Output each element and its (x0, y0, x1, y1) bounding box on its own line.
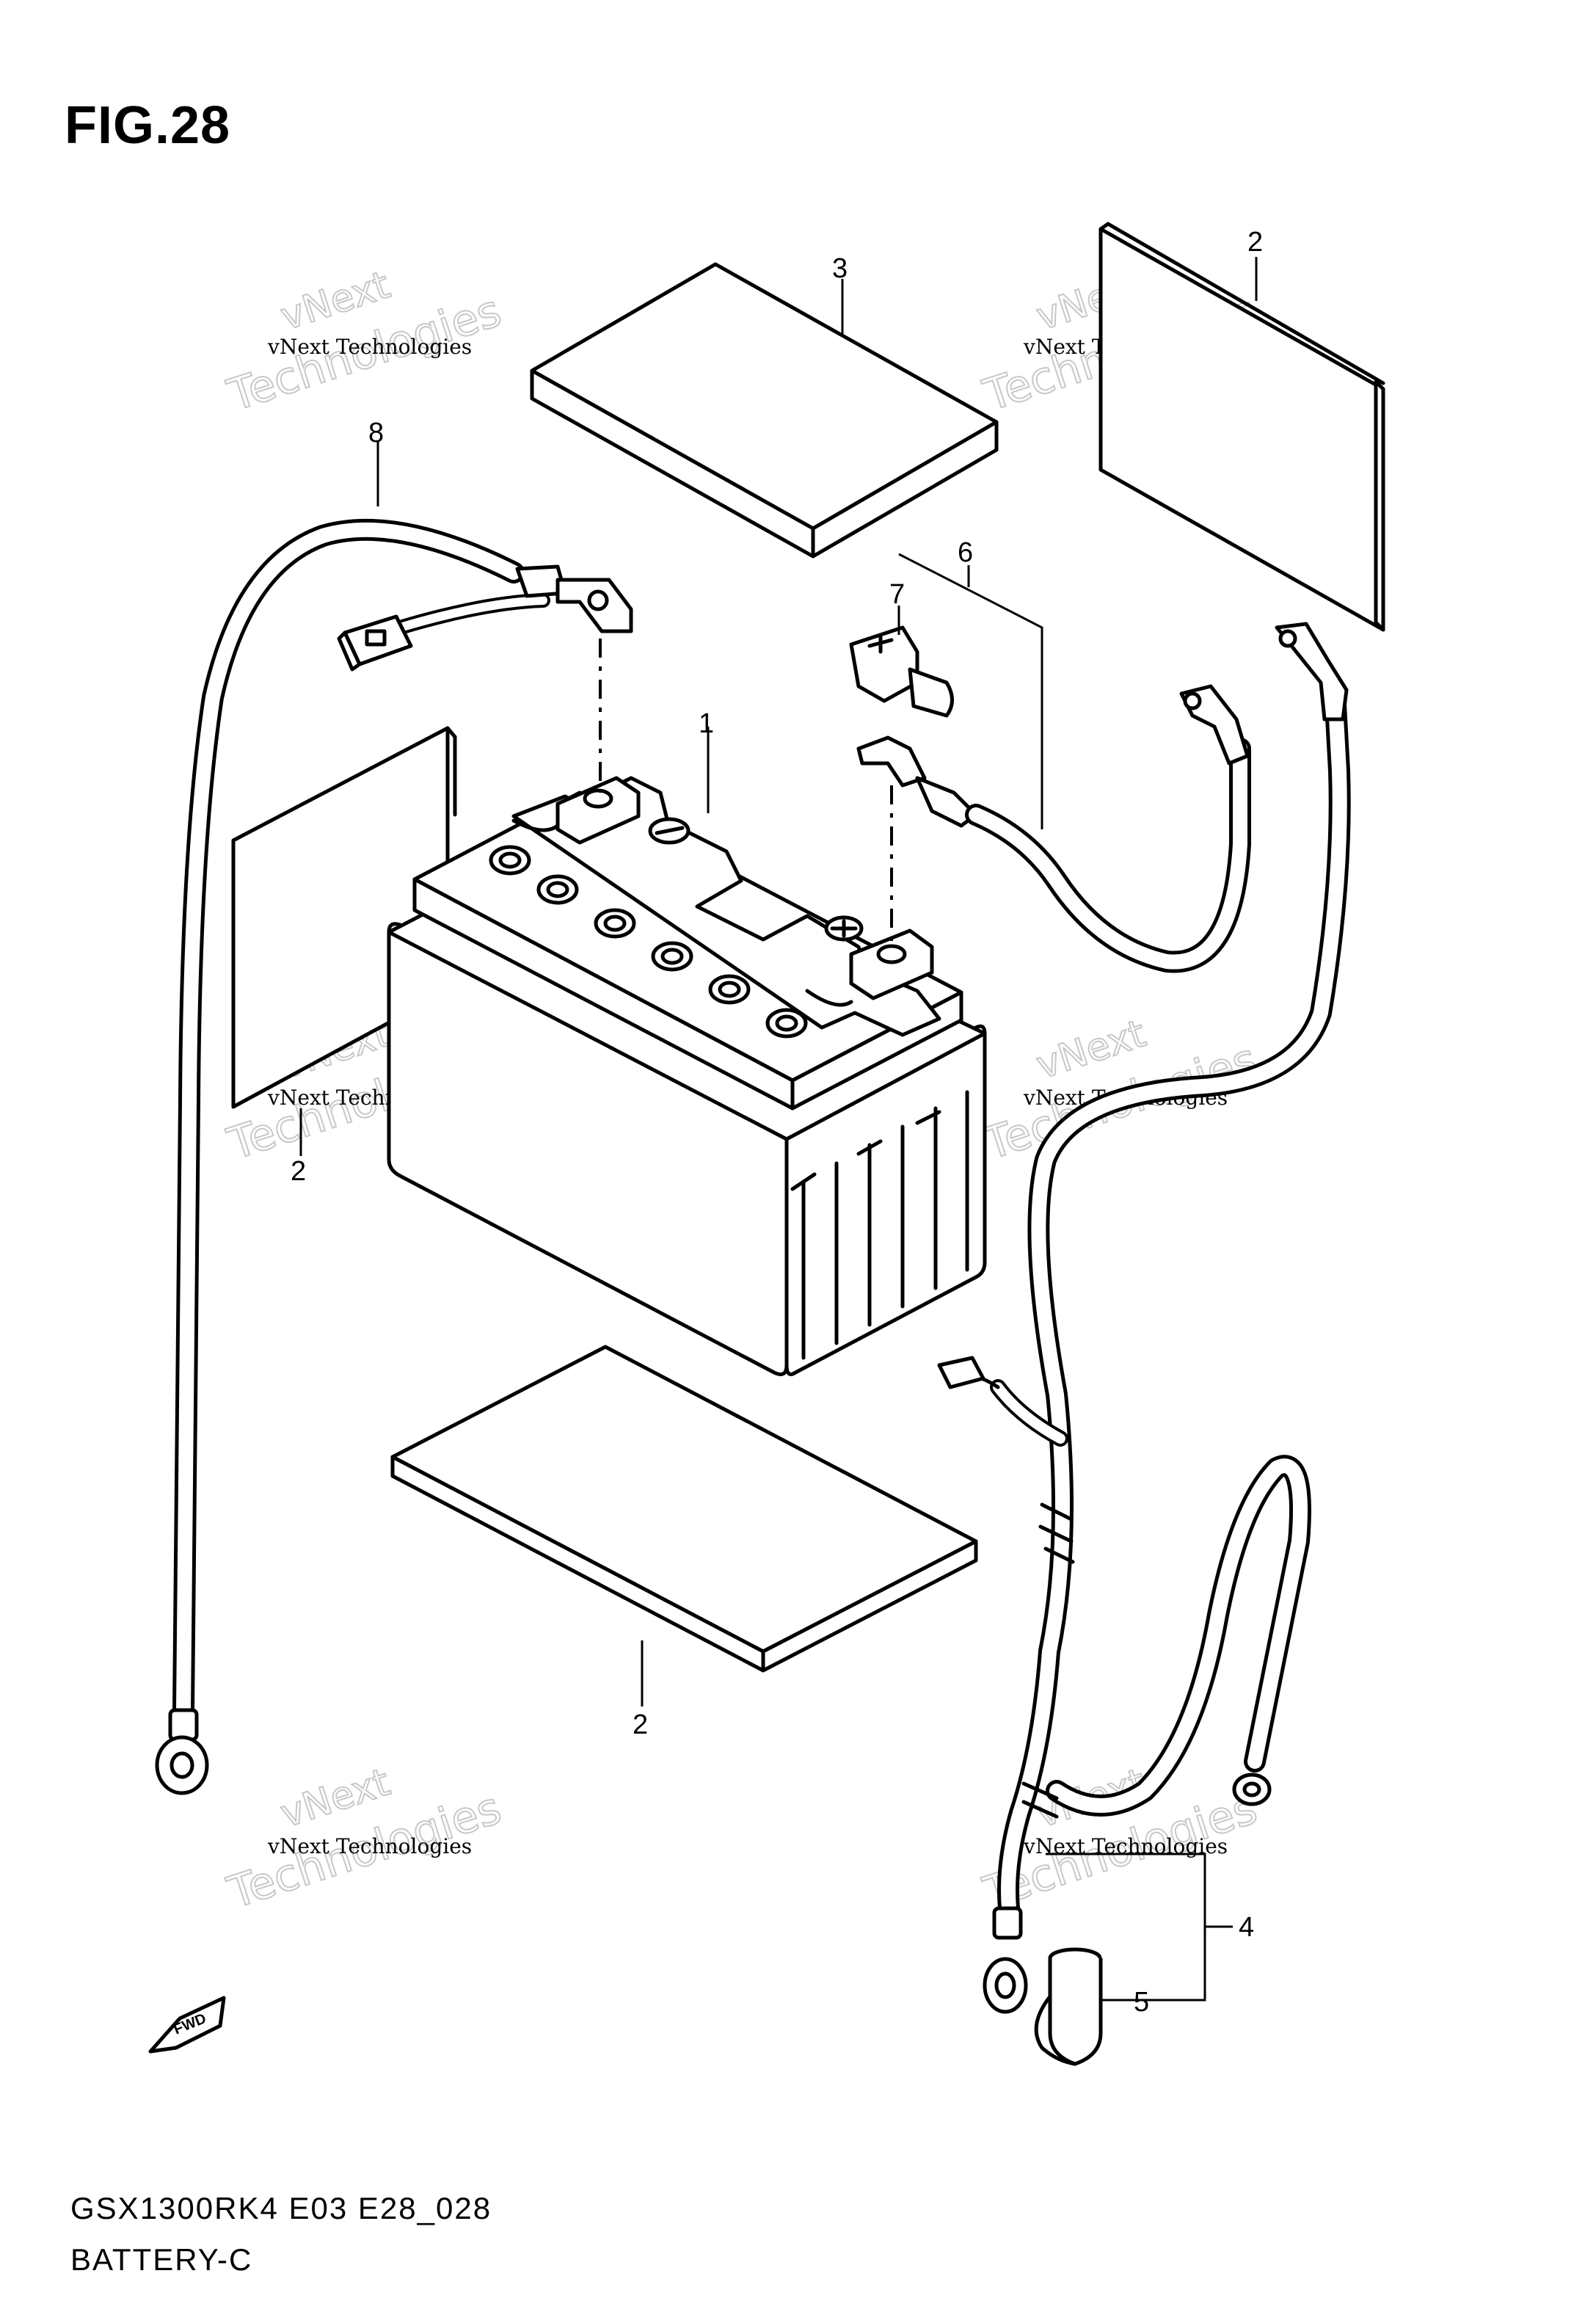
section-name: BATTERY-C (70, 2242, 253, 2277)
leader-lines (299, 257, 1258, 2002)
part-1-battery (387, 776, 987, 1376)
callout-labels: 3 2 8 6 7 1 2 2 4 5 (291, 227, 1263, 2018)
callout-5: 5 (1134, 1987, 1149, 2018)
callout-3: 3 (832, 253, 848, 284)
part-2-bottom-pad (390, 1345, 978, 1673)
callout-2-top-right: 2 (1247, 227, 1263, 258)
callout-2-left: 2 (291, 1156, 306, 1187)
part-2-side-pad-right (1098, 222, 1385, 632)
svg-text:vNext Technologies: vNext Technologies (267, 335, 472, 359)
watermark-top-left: vNext Technologies vNext Technologies (221, 262, 508, 422)
watermark-bottom-left: vNext Technologies vNext Technologies (221, 1759, 508, 1919)
callout-2-bottom: 2 (633, 1709, 648, 1740)
figure-title: FIG.28 (65, 96, 231, 155)
part-3-pad (530, 262, 999, 559)
part-4-starter-harness (937, 622, 1351, 2066)
callout-1: 1 (699, 708, 714, 739)
part-6-positive-cable (849, 553, 1251, 973)
part-8-ground-harness (155, 518, 633, 1795)
callout-7: 7 (889, 579, 905, 610)
callout-4: 4 (1239, 1912, 1254, 1943)
callout-8: 8 (368, 418, 384, 448)
model-code: GSX1300RK4 E03 E28_028 (70, 2191, 492, 2225)
forward-direction-badge: FWD (148, 1996, 226, 2054)
callout-6: 6 (958, 537, 973, 568)
svg-text:vNext Technologies: vNext Technologies (267, 1834, 472, 1858)
part-5-terminal-boot (1034, 1947, 1103, 2066)
